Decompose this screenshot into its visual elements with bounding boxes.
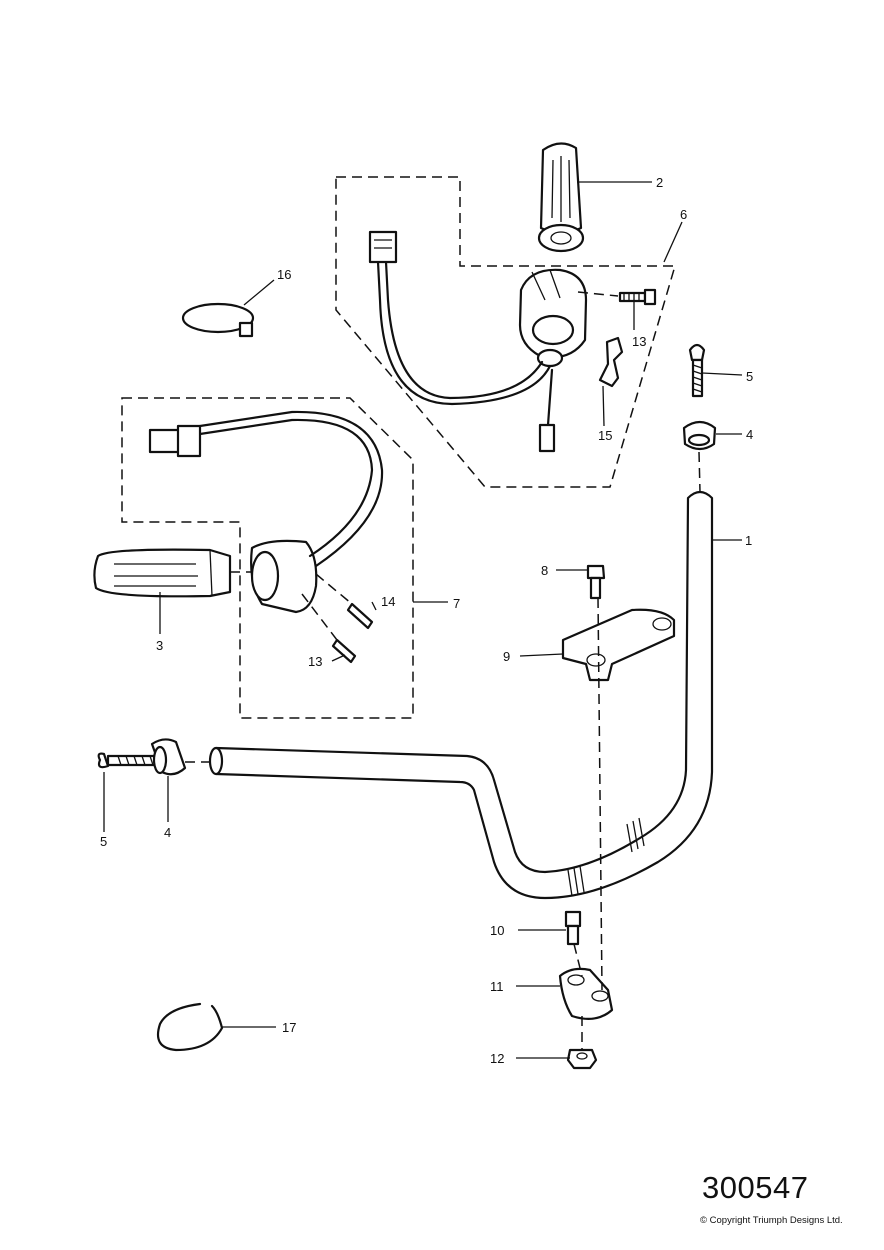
handlebar-end-left: [208, 746, 224, 776]
right-grip: [537, 142, 585, 253]
switch-screw-14: [346, 602, 374, 630]
bar-end-weight-right: [682, 420, 717, 451]
bar-end-weight-left: [150, 738, 187, 776]
diagram-reference-number: 300547: [702, 1170, 809, 1205]
callout-7: 7: [453, 596, 460, 611]
leader-lines: [103, 181, 743, 1059]
throttle-clamp: [598, 336, 624, 388]
left-grip: [93, 548, 232, 598]
callout-8: 8: [541, 563, 548, 578]
callout-5-lower: 5: [100, 834, 107, 849]
callout-2: 2: [656, 175, 663, 190]
callout-14: 14: [381, 594, 395, 609]
cable-tie: [181, 302, 255, 338]
handlebar-knurling: [567, 817, 645, 897]
callout-10: 10: [490, 923, 504, 938]
callout-15: 15: [598, 428, 612, 443]
bar-end-bolt-left: [97, 752, 164, 769]
right-switch-screw: [618, 288, 657, 306]
lower-handlebar-clamp: [558, 967, 614, 1021]
switch-screw-13: [331, 638, 357, 664]
right-switch-housing: [368, 230, 588, 453]
clamp-nut: [566, 1048, 598, 1070]
upper-handlebar-clamp: [561, 608, 676, 682]
callout-4-upper: 4: [746, 427, 753, 442]
callout-6: 6: [680, 207, 687, 222]
callout-4-lower: 4: [164, 825, 171, 840]
clamp-bolt-upper: [586, 564, 606, 600]
callout-13-upper: 13: [632, 334, 646, 349]
callout-1: 1: [745, 533, 752, 548]
copyright-notice: © Copyright Triumph Designs Ltd.: [700, 1215, 843, 1226]
callout-12: 12: [490, 1051, 504, 1066]
bar-end-bolt-right: [688, 343, 706, 398]
group-outline-7: [121, 397, 414, 719]
group-outline-6: [335, 176, 677, 488]
callout-3: 3: [156, 638, 163, 653]
callout-11: 11: [490, 979, 504, 994]
callout-9: 9: [503, 649, 510, 664]
callout-17: 17: [282, 1020, 296, 1035]
handlebar-outline: [214, 490, 714, 900]
assembly-axis-lines: [185, 291, 701, 1050]
left-switch-housing: [148, 410, 384, 614]
callout-16: 16: [277, 267, 291, 282]
cable-clip: [156, 1002, 224, 1052]
callout-13-lower: 13: [308, 654, 322, 669]
callout-5-upper: 5: [746, 369, 753, 384]
clamp-bolt-lower: [564, 910, 582, 946]
